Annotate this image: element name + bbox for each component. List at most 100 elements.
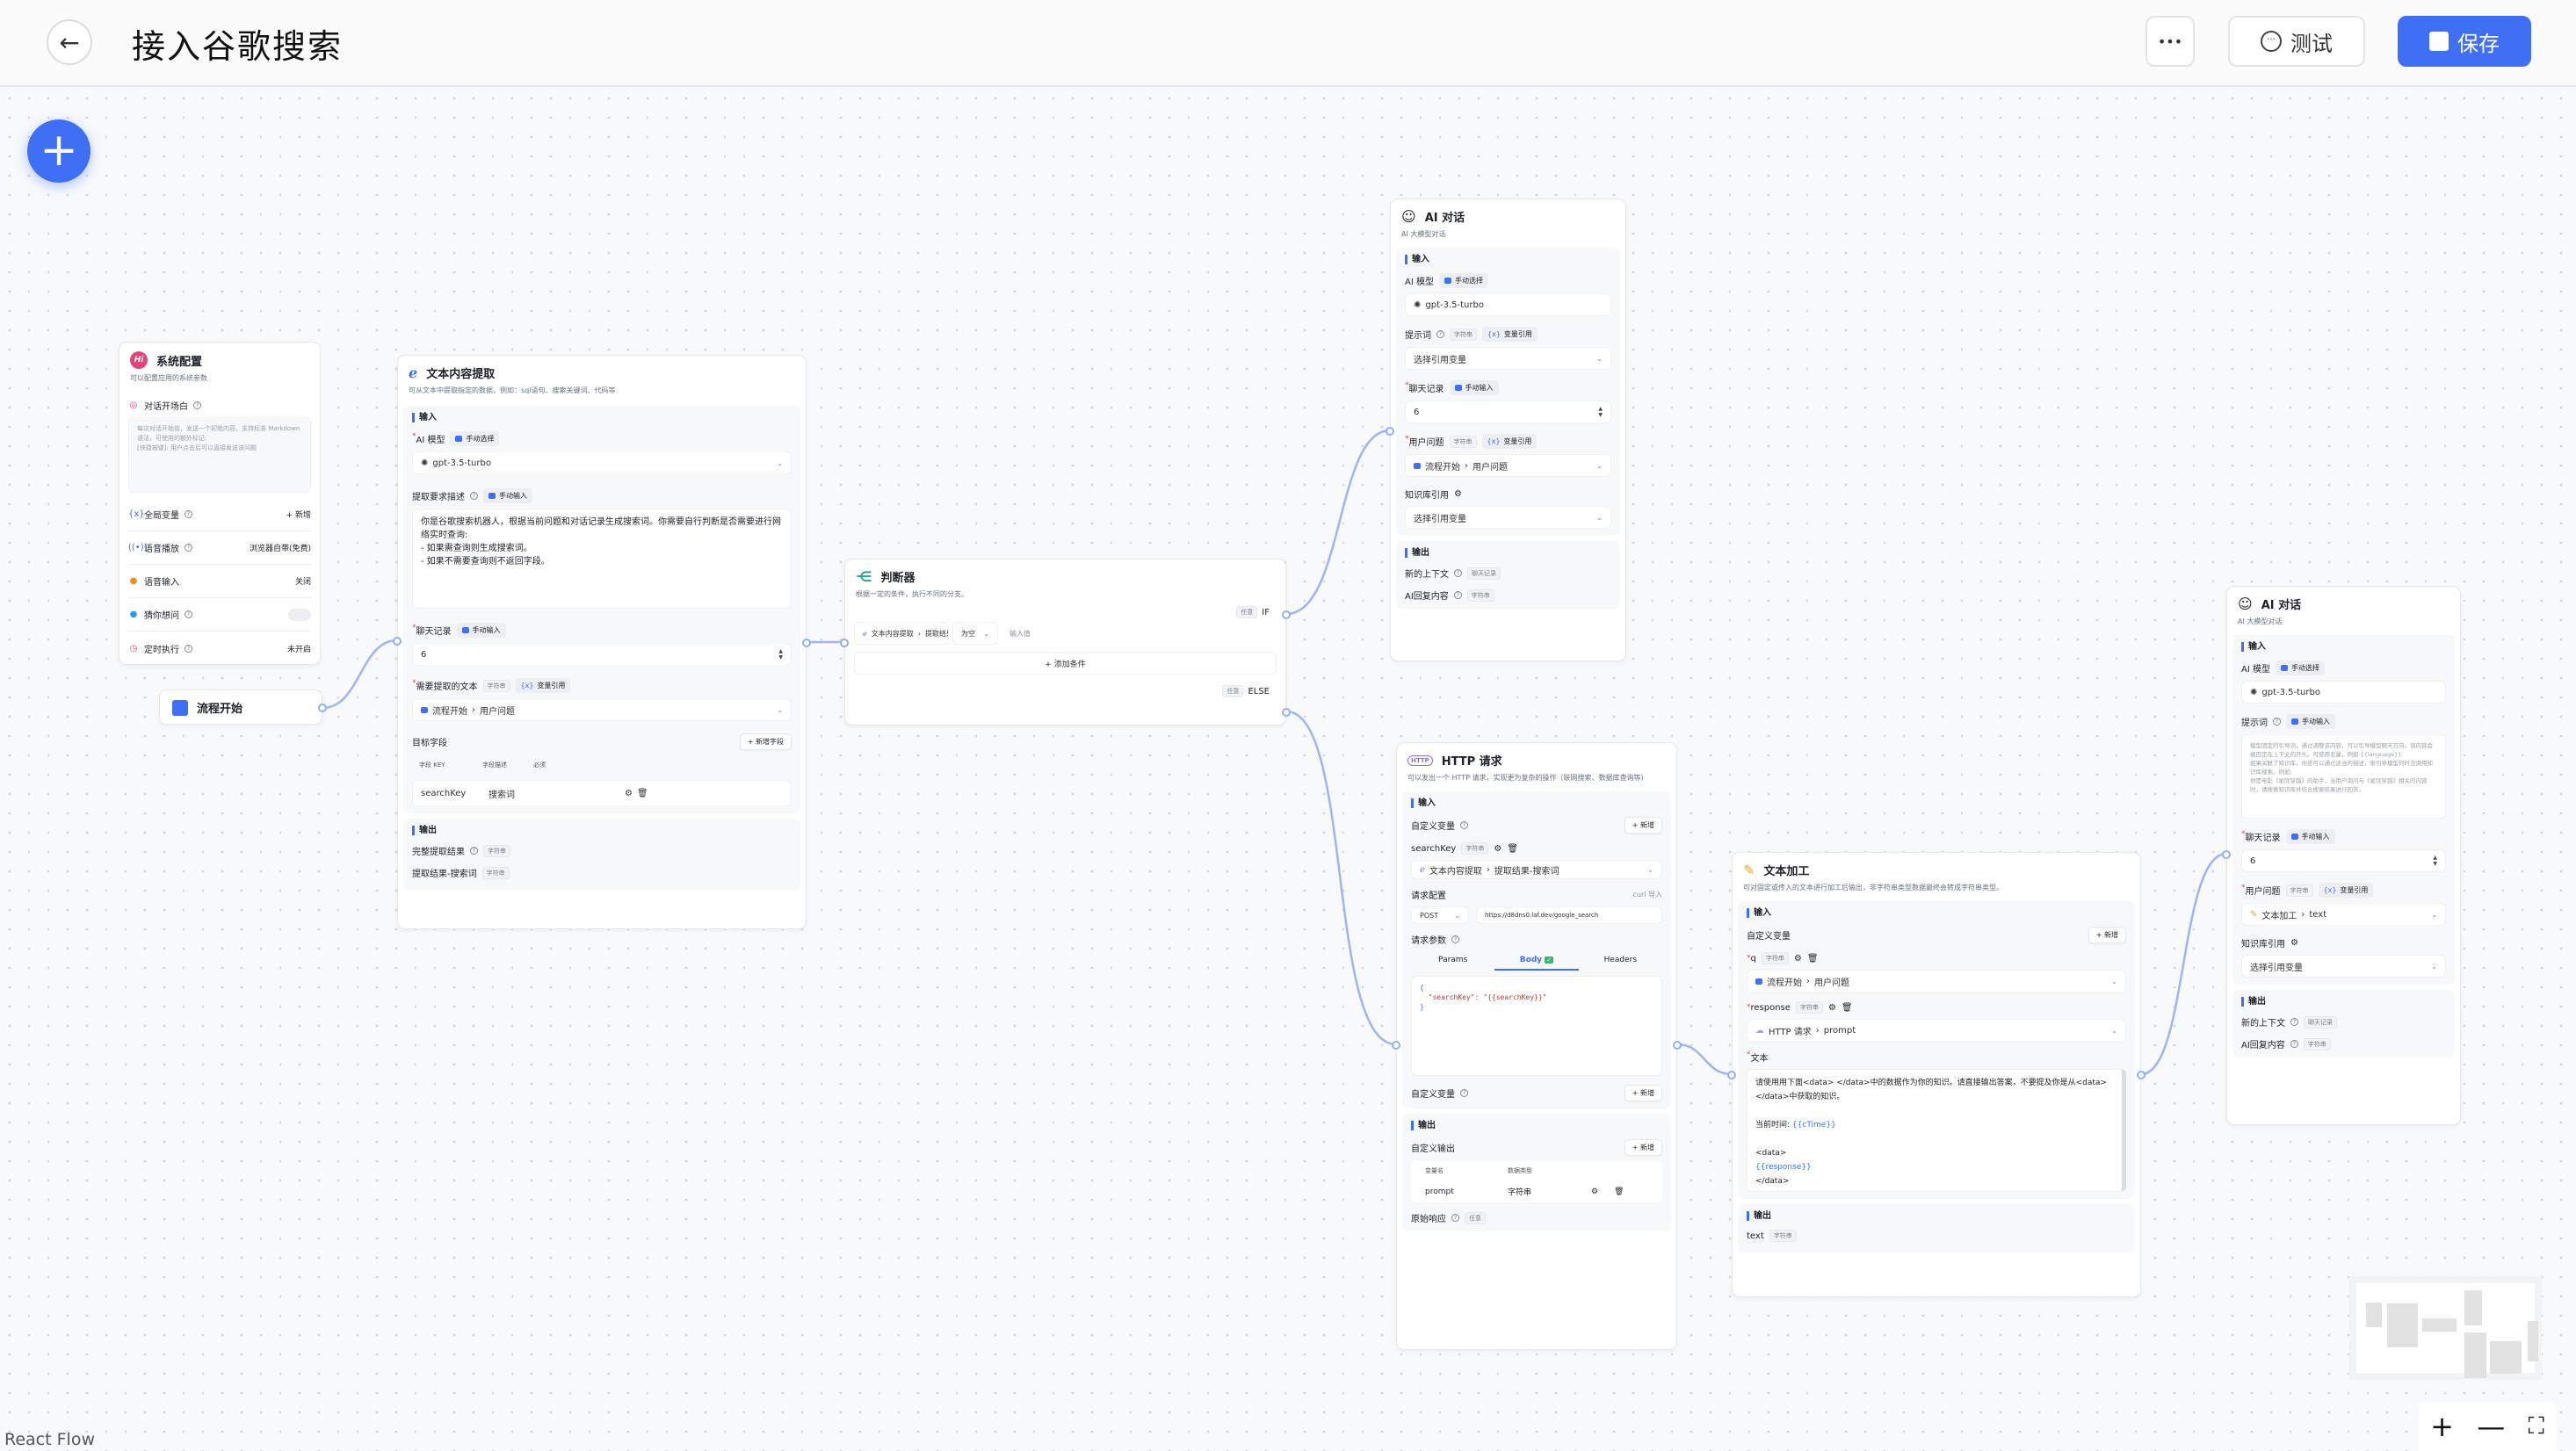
fit-view-icon[interactable]: ⛶ [2528,1412,2544,1440]
var-ref-select[interactable]: ☁HTTP 请求›prompt⌄ [1747,1019,2126,1042]
node-flow-start[interactable]: 流程开始 [159,689,327,725]
text-template-editor[interactable]: 请使用用下面<data> </data>中的数据作为你的知识。请直接输出答案，不… [1747,1069,2126,1192]
stepper-icon[interactable]: ▲▼ [2433,855,2437,867]
mode-badge[interactable]: 手动输入 [2285,829,2335,844]
question-select[interactable]: 流程开始›用户问题⌄ [1405,454,1611,477]
mode-badge[interactable]: {x}变量引用 [1482,327,1538,342]
target-handle[interactable] [2222,850,2231,859]
gear-icon[interactable]: ⚙ [1494,843,1502,854]
back-button[interactable]: ← [47,19,92,65]
question-select[interactable]: ✎文本加工›text⌄ [2241,903,2446,926]
if-source-handle[interactable] [1282,610,1291,619]
gear-icon[interactable]: ⚙ [1454,489,1462,499]
extract-prompt-textarea[interactable]: 你是谷歌搜索机器人，根据当前问题和对话记录生成搜索词。你需要自行判断是否需要进行… [412,509,792,609]
condition-operator-select[interactable]: 为空⌄ [952,622,998,645]
target-handle[interactable] [1727,1071,1736,1079]
trash-icon[interactable]: 🗑 [1507,843,1519,854]
trash-icon[interactable]: 🗑 [1841,1002,1853,1013]
url-input[interactable]: https://d8dns0.laf.dev/google_search [1476,906,1662,924]
setting-tts[interactable]: ((•))语音播放?浏览器自带(免费) [128,531,311,565]
gear-icon[interactable]: ⚙ [2290,938,2298,948]
mode-badge[interactable]: 手动选择 [1438,273,1488,288]
minimap[interactable] [2349,1276,2542,1380]
setting-voice-input[interactable]: ●语音输入关闭 [128,565,311,598]
mode-badge[interactable]: 手动选择 [2275,661,2325,675]
target-handle[interactable] [840,639,849,647]
mode-badge[interactable]: {x}变量引用 [1481,434,1538,449]
target-handle[interactable] [1392,1041,1400,1050]
prompt-select[interactable]: 选择引用变量⌄ [1405,347,1611,370]
history-input[interactable]: 6▲▼ [2241,849,2446,872]
setting-global-vars[interactable]: {x}全局变量?+ 新增 [128,498,311,531]
setting-suggest-questions[interactable]: ●猜你想问? [128,598,311,632]
mode-badge[interactable]: 手动输入 [456,623,506,638]
trash-icon[interactable]: 🗑 [636,788,648,798]
condition-value-input[interactable]: 输入值 [1009,629,1031,638]
add-field-button[interactable]: + 新增字段 [739,733,792,750]
test-button[interactable]: ···测试 [2228,16,2365,67]
add-node-button[interactable]: + [27,119,90,183]
mode-badge[interactable]: 手动输入 [1449,380,1499,395]
node-ai-chat-1[interactable]: ☺AI 对话 AI 大模型对话 输入 AI 模型手动选择 ✺gpt-3.5-tu… [1386,199,1626,661]
mode-badge[interactable]: 手动输入 [483,488,532,503]
tab-body[interactable]: Body ✓ [1494,951,1579,971]
add-variable-button[interactable]: + 新增 [2088,927,2126,943]
stepper-icon[interactable]: ▲▼ [1598,406,1603,418]
source-handle[interactable] [318,704,327,712]
kb-select[interactable]: 选择引用变量⌄ [2241,955,2446,978]
tab-params[interactable]: Params [1438,956,1468,964]
target-handle[interactable] [1386,427,1394,436]
mode-badge[interactable]: 手动输入 [2286,714,2335,729]
gear-icon[interactable]: ⚙ [1793,953,1802,964]
prompt-textarea[interactable]: 模型固定的引导词，通过调整该内容，可以引导模型聊天方向。该内容会被固定在上下文的… [2241,734,2446,819]
setting-schedule[interactable]: ◷定时执行?未开启 [128,632,311,665]
add-condition-button[interactable]: + 添加条件 [854,652,1277,675]
method-select[interactable]: POST⌄ [1411,906,1469,924]
gear-icon[interactable]: ⚙ [1591,1187,1599,1196]
trash-icon[interactable]: 🗑 [1614,1187,1624,1196]
gear-icon[interactable]: ⚙ [625,788,633,798]
history-input[interactable]: 6▲▼ [412,643,792,666]
suggest-toggle[interactable] [288,608,311,621]
source-handle[interactable] [802,639,811,647]
tab-headers[interactable]: Headers [1603,956,1638,964]
node-text-process[interactable]: ✎文本加工 可对固定或传入的文本进行加工后输出，非字符串类型数据最终会转成字符串… [1727,852,2145,1297]
source-handle[interactable] [1673,1041,1682,1050]
node-ai-chat-2[interactable]: ☺AI 对话 AI 大模型对话 输入 AI 模型手动选择 ✺gpt-3.5-tu… [2222,586,2461,1125]
trash-icon[interactable]: 🗑 [1806,953,1819,964]
mode-badge[interactable]: 手动选择 [450,431,500,446]
zoom-out-icon[interactable]: — [2477,1410,2506,1443]
var-ref-select[interactable]: 流程开始›用户问题⌄ [1747,970,2126,993]
source-handle[interactable] [2137,1071,2145,1079]
else-source-handle[interactable] [1282,708,1291,717]
text-ref-select[interactable]: 流程开始›用户问题⌄ [412,698,792,721]
more-button[interactable]: ••• [2145,16,2195,67]
welcome-textarea[interactable]: 每次对话开始前，发送一个初始内容。支持标准 Markdown 语法，可使用的额外… [128,417,311,493]
mode-badge[interactable]: {x}变量引用 [515,678,571,693]
add-variable-button[interactable]: + 新增 [1624,817,1662,834]
model-select[interactable]: ✺gpt-3.5-turbo⌄ [412,451,792,474]
add-output-button[interactable]: + 新增 [1624,1139,1662,1156]
mode-badge[interactable]: {x}变量引用 [2318,883,2374,898]
kb-select[interactable]: 选择引用变量⌄ [1405,506,1611,529]
react-flow-attribution[interactable]: React Flow [4,1430,95,1449]
target-handle[interactable] [393,637,402,646]
model-select[interactable]: ✺gpt-3.5-turbo [1405,293,1611,316]
zoom-in-icon[interactable]: + [2430,1410,2454,1443]
model-select[interactable]: ✺gpt-3.5-turbo [2241,681,2446,704]
add-variable-button[interactable]: + 新增 [1624,1085,1662,1101]
gear-icon[interactable]: ⚙ [1827,1002,1836,1013]
curl-import-link[interactable]: curl 导入 [1632,891,1662,899]
save-button[interactable]: 保存 [2398,16,2531,67]
flow-canvas[interactable] [0,89,2576,1451]
add-variable-button[interactable]: + 新增 [286,511,311,520]
body-editor[interactable]: { "searchKey": "{{searchKey}}"} [1411,976,1662,1076]
stepper-icon[interactable]: ▲▼ [778,648,783,661]
history-input[interactable]: 6▲▼ [1405,401,1611,423]
